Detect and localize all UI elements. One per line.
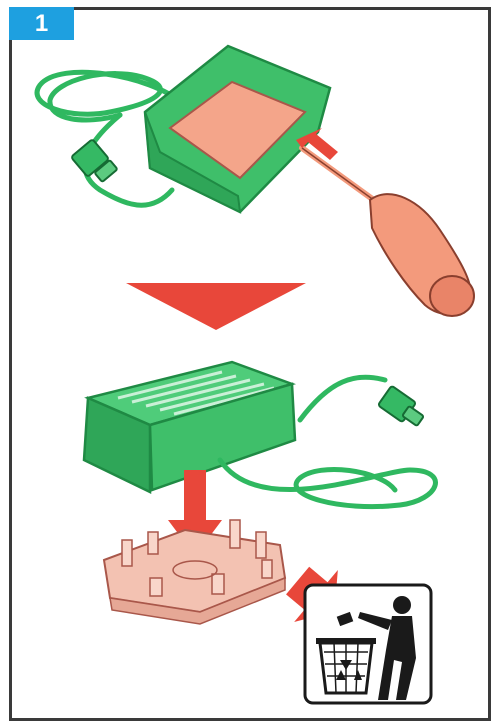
connector-plug-icon [378,386,424,427]
down-arrow-icon [126,283,306,330]
sensor-module-top [37,46,330,212]
screwdriver-icon [296,128,474,316]
connector-plug-icon [71,139,118,182]
mounting-clip [104,520,285,624]
